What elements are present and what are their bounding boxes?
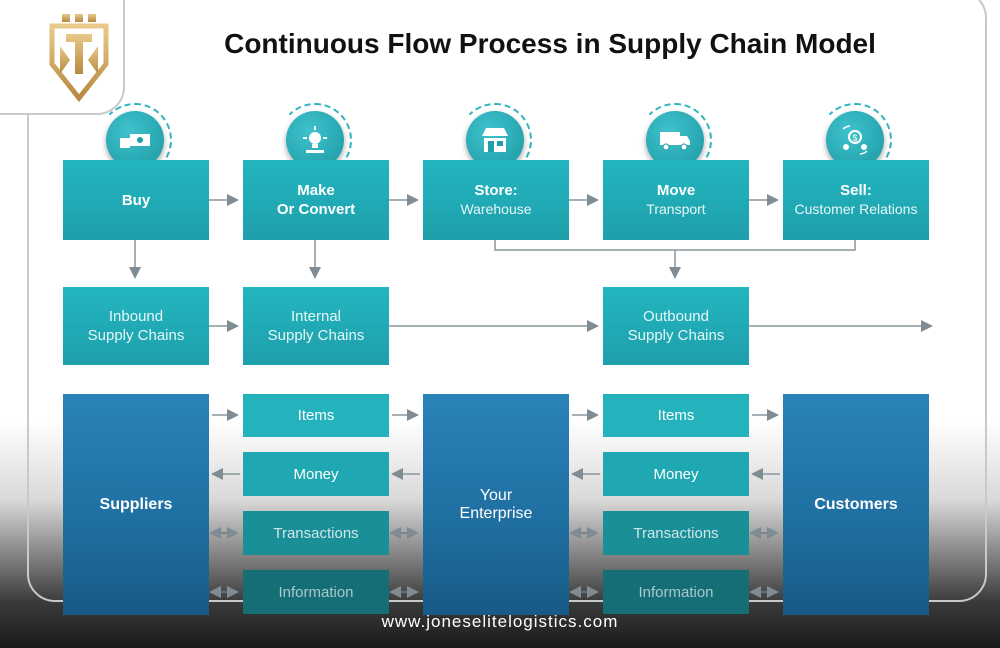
step-title: Store:: [474, 182, 518, 199]
flow-information-right: Information: [603, 570, 749, 614]
step-title-2: Or Convert: [276, 201, 356, 218]
enterprise-box: Your Enterprise: [423, 394, 569, 615]
chain-line1: Internal: [290, 308, 342, 325]
step-buy: Buy: [63, 160, 209, 240]
lightbulb-gear-icon: [278, 103, 352, 177]
flow-items-right: Items: [603, 394, 749, 437]
cash-hand-icon: [98, 103, 172, 177]
truck-icon: [638, 103, 712, 177]
store-icon: [458, 103, 532, 177]
step-sell: Sell: Customer Relations: [783, 160, 929, 240]
chain-line2: Supply Chains: [267, 327, 365, 344]
internal-chain: Internal Supply Chains: [243, 287, 389, 365]
step-title: Sell:: [840, 182, 872, 199]
step-subtitle: Warehouse: [460, 201, 532, 217]
chain-line2: Supply Chains: [87, 327, 185, 344]
website-url: www.joneselitelogistics.com: [381, 612, 619, 631]
customer-dollar-icon: $: [818, 103, 892, 177]
step-title: Move: [656, 182, 696, 199]
step-subtitle: Customer Relations: [794, 201, 918, 217]
step-title: Make: [297, 182, 335, 199]
inbound-chain: Inbound Supply Chains: [63, 287, 209, 365]
flow-transactions-left: Transactions: [243, 511, 389, 555]
page-title: Continuous Flow Process in Supply Chain …: [224, 28, 876, 59]
step-title: Buy: [121, 191, 151, 209]
enterprise-line2: Enterprise: [459, 504, 533, 522]
chain-line1: Outbound: [643, 308, 709, 325]
svg-text:$: $: [852, 133, 857, 143]
step-make: Make Or Convert: [243, 160, 389, 240]
enterprise-line1: Your: [479, 486, 513, 504]
chain-line1: Inbound: [108, 308, 164, 325]
customers-box: Customers: [783, 394, 929, 615]
flow-information-left: Information: [243, 570, 389, 614]
chain-line2: Supply Chains: [627, 327, 725, 344]
flow-money-left: Money: [243, 452, 389, 496]
flow-transactions-right: Transactions: [603, 511, 749, 555]
company-logo: [48, 12, 110, 107]
step-store: Store: Warehouse: [423, 160, 569, 240]
outbound-chain: Outbound Supply Chains: [603, 287, 749, 365]
step-subtitle: Transport: [646, 201, 706, 217]
suppliers-box: Suppliers: [63, 394, 209, 615]
step-move: Move Transport: [603, 160, 749, 240]
flow-money-right: Money: [603, 452, 749, 496]
flow-items-left: Items: [243, 394, 389, 437]
